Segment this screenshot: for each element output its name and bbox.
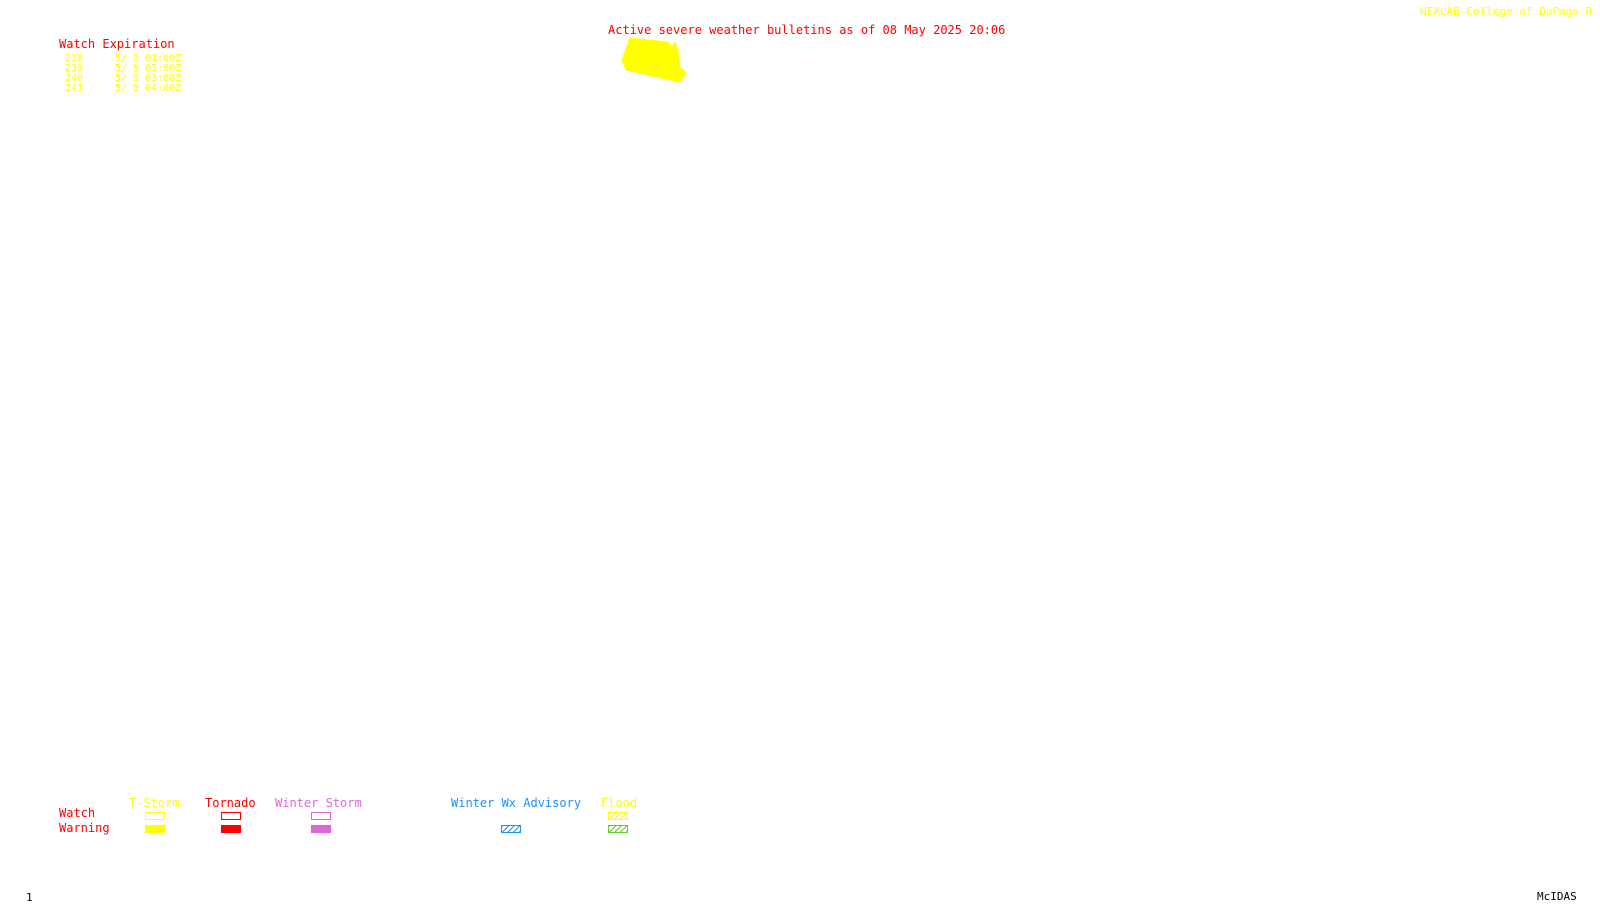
legend-tornado-watch-swatch xyxy=(221,812,241,820)
watch-expiration-time: 5/ 9 03:00Z xyxy=(115,73,182,84)
tstorm-warning-area xyxy=(621,37,687,83)
legend-flood-label: Flood xyxy=(601,796,638,810)
legend-tstorm-watch-swatch xyxy=(145,812,165,820)
watch-row: 238 5/ 9 01:00Z xyxy=(65,54,181,64)
legend-winter-wx-advisory-swatch xyxy=(501,825,521,833)
watch-row: 241 5/ 9 04:00Z xyxy=(65,84,181,94)
legend-winter-storm-warning-swatch xyxy=(311,825,331,833)
watch-row: 240 5/ 9 03:00Z xyxy=(65,74,181,84)
legend-warning-label: Warning xyxy=(59,821,110,835)
legend-winter-storm-label: Winter Storm xyxy=(275,796,362,810)
watch-expiration-time: 5/ 9 03:00Z xyxy=(115,63,182,74)
watch-number: 240 xyxy=(65,73,84,84)
legend-tornado-warning-swatch xyxy=(221,825,241,833)
watch-number: 238 xyxy=(65,53,84,64)
legend-winter-storm-watch-swatch xyxy=(311,812,331,820)
credit-label: NEXLAB-College of DuPage R xyxy=(1420,5,1593,18)
app-name: McIDAS xyxy=(1537,890,1577,903)
legend-tstorm-label: T-Storm xyxy=(129,796,180,810)
legend-winter-wx-advisory-label: Winter Wx Advisory xyxy=(451,796,582,810)
legend-flood-watch-swatch xyxy=(608,812,628,820)
legend-watch-label: Watch xyxy=(59,806,96,820)
tstorm-warning-polygon xyxy=(621,37,687,83)
map-title: Active severe weather bulletins as of 08… xyxy=(608,23,1006,37)
legend-tornado-label: Tornado xyxy=(205,796,256,810)
watch-expiration-time: 5/ 9 04:00Z xyxy=(115,83,182,94)
watch-number: 239 xyxy=(65,63,84,74)
watch-expiration-heading: Watch Expiration xyxy=(59,37,175,51)
frame-number: 1 xyxy=(26,891,33,904)
watch-expiration-list: 238 5/ 9 01:00Z 239 5/ 9 03:00Z 240 5/ 9… xyxy=(65,54,181,94)
watch-number: 241 xyxy=(65,83,84,94)
legend-tstorm-warning-swatch xyxy=(145,825,165,833)
watch-row: 239 5/ 9 03:00Z xyxy=(65,64,181,74)
legend-flood-warning-swatch xyxy=(608,825,628,833)
watch-expiration-time: 5/ 9 01:00Z xyxy=(115,53,182,64)
